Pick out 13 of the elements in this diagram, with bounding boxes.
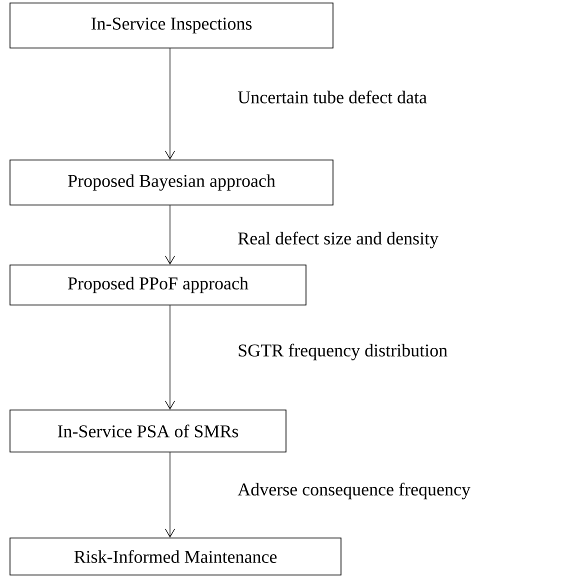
process-box: Proposed Bayesian approach xyxy=(10,160,334,206)
edge-label: SGTR frequency distribution xyxy=(238,344,448,360)
process-box: Risk-Informed Maintenance xyxy=(10,538,342,576)
edge-label: Real defect size and density xyxy=(238,232,438,248)
process-box: In-Service PSA of SMRs xyxy=(10,410,286,452)
edge-label: Uncertain tube defect data xyxy=(238,90,427,104)
arrow xyxy=(165,452,175,538)
process-box: In-Service Inspections xyxy=(10,2,334,48)
arrow xyxy=(165,305,175,410)
process-box: Proposed PPoF approach xyxy=(10,264,306,306)
arrow xyxy=(165,205,175,265)
arrow xyxy=(165,48,175,160)
edge-label: Adverse consequence frequency xyxy=(238,482,470,500)
